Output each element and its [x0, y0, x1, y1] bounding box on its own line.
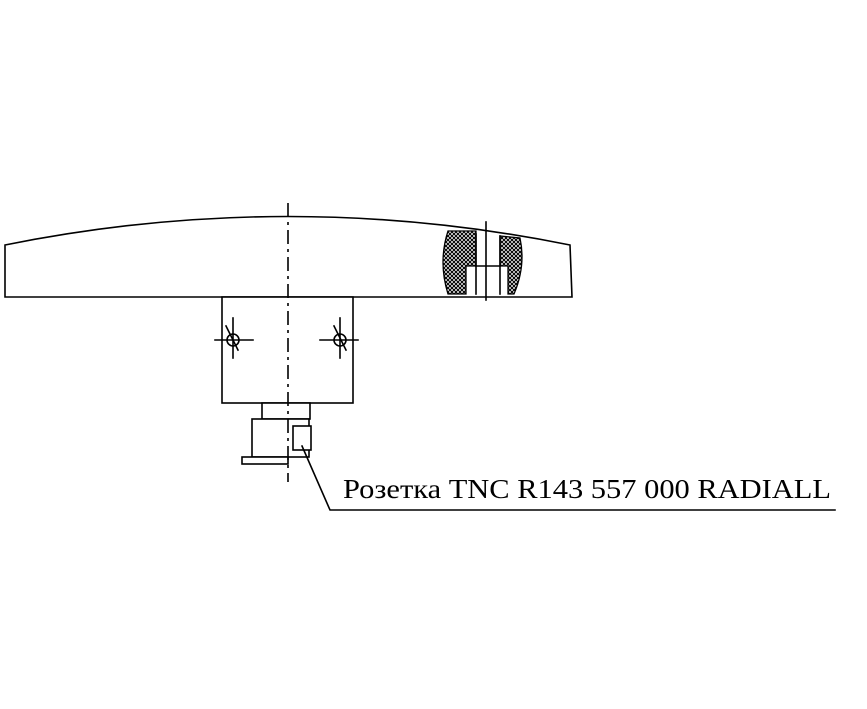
connector-flange [241, 456, 289, 465]
connector-collar [261, 402, 311, 420]
screw-left [214, 317, 254, 359]
disc-body [4, 215, 573, 298]
pocket-hatch-left [442, 230, 477, 295]
callout-leader [300, 444, 836, 511]
pocket-hatch-right [499, 235, 523, 295]
connector-pin [292, 425, 312, 451]
screw-right [319, 317, 359, 359]
callout-label: Розетка TNC R143 557 000 RADIALL [343, 474, 831, 504]
